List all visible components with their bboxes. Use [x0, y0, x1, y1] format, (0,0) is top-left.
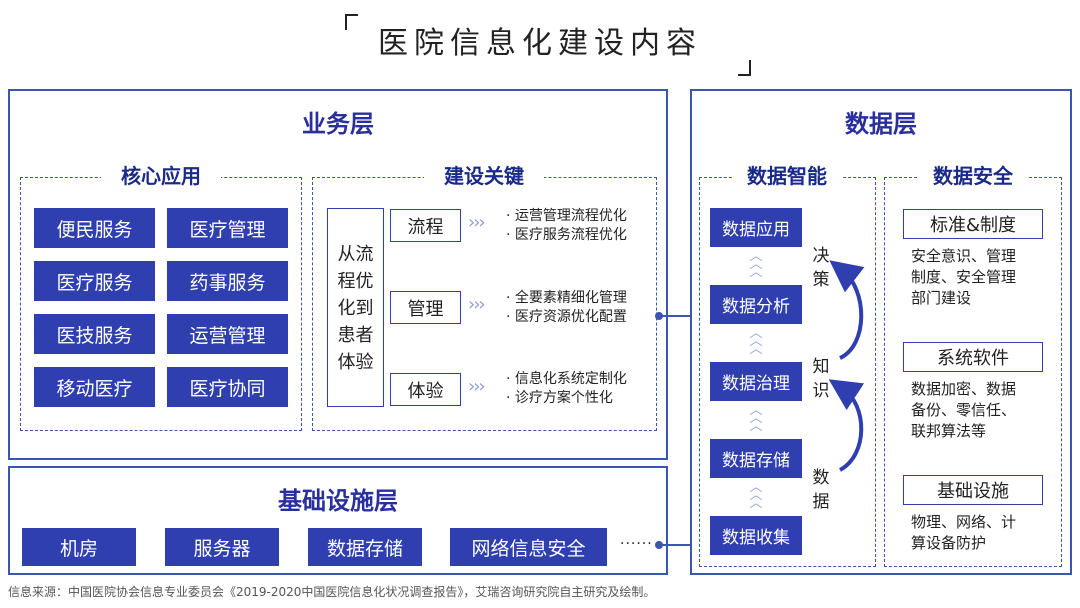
core-app-item[interactable]: 医疗服务 [34, 261, 155, 301]
chevron-up-icon: ︿︿︿ [749, 326, 763, 357]
chevron-up-icon: ︿︿︿ [749, 480, 763, 511]
data-layer-title: 数据层 [845, 110, 917, 138]
key-bullets: · 运营管理流程优化 · 医疗服务流程优化 [506, 208, 627, 243]
side-label-decision: 决 策 [812, 246, 830, 290]
vertical-text-line: 从流 [337, 244, 374, 265]
core-app-item[interactable]: 医疗协同 [167, 367, 288, 407]
key-label-process: 流程 [390, 209, 461, 242]
key-label-management: 管理 [390, 291, 461, 324]
infra-layer-title: 基础设施层 [278, 487, 398, 515]
security-block-text: 数据加密、数据 备份、零信任、 联邦算法等 [911, 380, 1017, 440]
key-label-experience: 体验 [390, 373, 461, 406]
side-label-knowledge: 知 识 [812, 357, 830, 401]
core-apps-title: 核心应用 [101, 160, 221, 189]
security-block-text: 安全意识、管理 制度、安全管理 部门建设 [911, 247, 1017, 307]
core-app-item[interactable]: 便民服务 [34, 208, 155, 248]
security-block-title: 基础设施 [903, 475, 1043, 505]
curved-arrows [828, 260, 865, 472]
triple-arrow-icon: ››› [468, 294, 486, 315]
business-layer-title: 业务层 [302, 110, 374, 138]
chevron-up-icon: ︿︿︿ [749, 403, 763, 434]
security-block-title: 标准&制度 [903, 209, 1043, 239]
core-app-item[interactable]: 药事服务 [167, 261, 288, 301]
triple-arrow-icon: ››› [468, 212, 486, 233]
vertical-text-line: 患者 [337, 325, 374, 346]
infra-ellipsis: ······ [620, 536, 653, 552]
key-bullets: · 信息化系统定制化 · 诊疗方案个性化 [506, 371, 627, 406]
vertical-text-line: 程优 [337, 271, 374, 292]
infra-item[interactable]: 数据存储 [308, 528, 422, 566]
security-block-title: 系统软件 [903, 342, 1043, 372]
data-intel-title: 数据智能 [732, 160, 842, 189]
data-intel-item[interactable]: 数据存储 [710, 439, 802, 478]
side-label-data: 数 据 [812, 468, 830, 512]
data-intel-item[interactable]: 数据应用 [710, 208, 802, 247]
experience-vertical-box: 从流 程优 化到 患者 体验 [327, 208, 384, 407]
vertical-text-line: 体验 [337, 352, 374, 373]
vertical-text-line: 化到 [337, 298, 374, 319]
core-app-item[interactable]: 医技服务 [34, 314, 155, 354]
source-note: 信息来源：中国医院协会信息专业委员会《2019-2020中国医院信息化状况调查报… [8, 585, 656, 599]
data-intel-item[interactable]: 数据分析 [710, 285, 802, 324]
page-title: 医院信息化建设内容 [378, 26, 702, 61]
core-app-item[interactable]: 运营管理 [167, 314, 288, 354]
title-bracket-right [738, 60, 751, 76]
data-intel-item[interactable]: 数据治理 [710, 362, 802, 401]
construction-keys-title: 建设关键 [424, 160, 544, 189]
infra-item[interactable]: 机房 [22, 528, 136, 566]
infra-item[interactable]: 服务器 [165, 528, 279, 566]
infra-item[interactable]: 网络信息安全 [450, 528, 607, 566]
title-bracket-left [345, 14, 358, 30]
key-bullets: · 全要素精细化管理 · 医疗资源优化配置 [506, 290, 627, 325]
triple-arrow-icon: ››› [468, 376, 486, 397]
core-app-item[interactable]: 移动医疗 [34, 367, 155, 407]
data-security-title: 数据安全 [918, 160, 1028, 189]
core-app-item[interactable]: 医疗管理 [167, 208, 288, 248]
security-block-text: 物理、网络、计 算设备防护 [911, 513, 1017, 552]
data-intel-item[interactable]: 数据收集 [710, 516, 802, 555]
chevron-up-icon: ︿︿︿ [749, 249, 763, 280]
